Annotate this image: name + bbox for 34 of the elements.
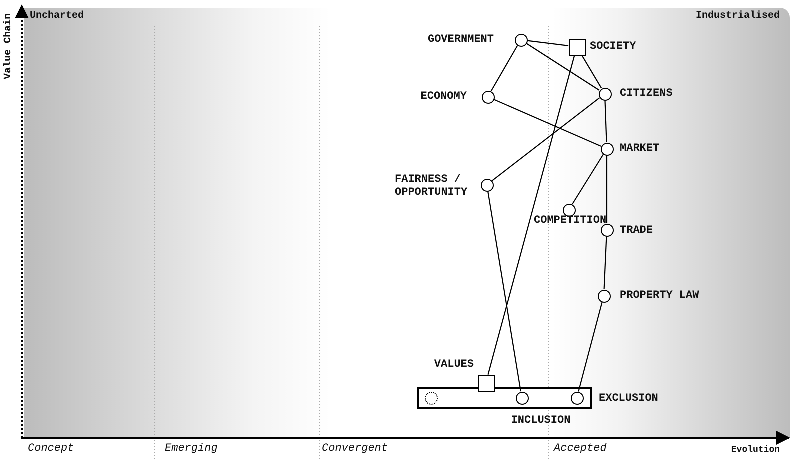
zone-label: Uncharted bbox=[30, 10, 84, 23]
connector-line bbox=[604, 236, 608, 290]
component-label: MARKET bbox=[620, 143, 660, 156]
stage-label: Concept bbox=[28, 443, 74, 456]
component-label: CITIZENS bbox=[620, 88, 673, 101]
component-label: PROPERTY LAW bbox=[620, 290, 700, 303]
connector-line bbox=[580, 54, 602, 89]
connector-line bbox=[488, 191, 522, 392]
axis-title: Evolution bbox=[731, 444, 780, 457]
connector-line bbox=[526, 43, 600, 91]
component-label: COMPETITION bbox=[534, 215, 607, 228]
component-label: SOCIETY bbox=[590, 41, 636, 54]
component-label: INCLUSION bbox=[511, 415, 571, 428]
connector-line bbox=[606, 156, 608, 224]
component-label: VALUES bbox=[434, 359, 474, 372]
component-label: FAIRNESS / OPPORTUNITY bbox=[395, 174, 469, 200]
connector-line bbox=[492, 98, 600, 182]
axis-title: Value Chain bbox=[2, 14, 16, 80]
stage-label: Convergent bbox=[322, 443, 388, 456]
component-label: TRADE bbox=[620, 225, 654, 238]
component-label: ECONOMY bbox=[420, 91, 467, 104]
stage-label: Emerging bbox=[165, 443, 218, 456]
connector-line bbox=[527, 40, 569, 46]
component-label: EXCLUSION bbox=[599, 393, 658, 406]
connector-line bbox=[572, 154, 604, 205]
stage-label: Accepted bbox=[554, 443, 607, 456]
zone-label: Industrialised bbox=[696, 10, 780, 23]
connector-line bbox=[494, 99, 602, 147]
dashed-circle-marker bbox=[424, 392, 438, 404]
connector-line bbox=[488, 55, 576, 375]
connector-line bbox=[604, 100, 608, 143]
connector-line bbox=[490, 45, 518, 92]
component-label: GOVERNMENT bbox=[428, 34, 494, 47]
connector-line bbox=[578, 302, 603, 392]
